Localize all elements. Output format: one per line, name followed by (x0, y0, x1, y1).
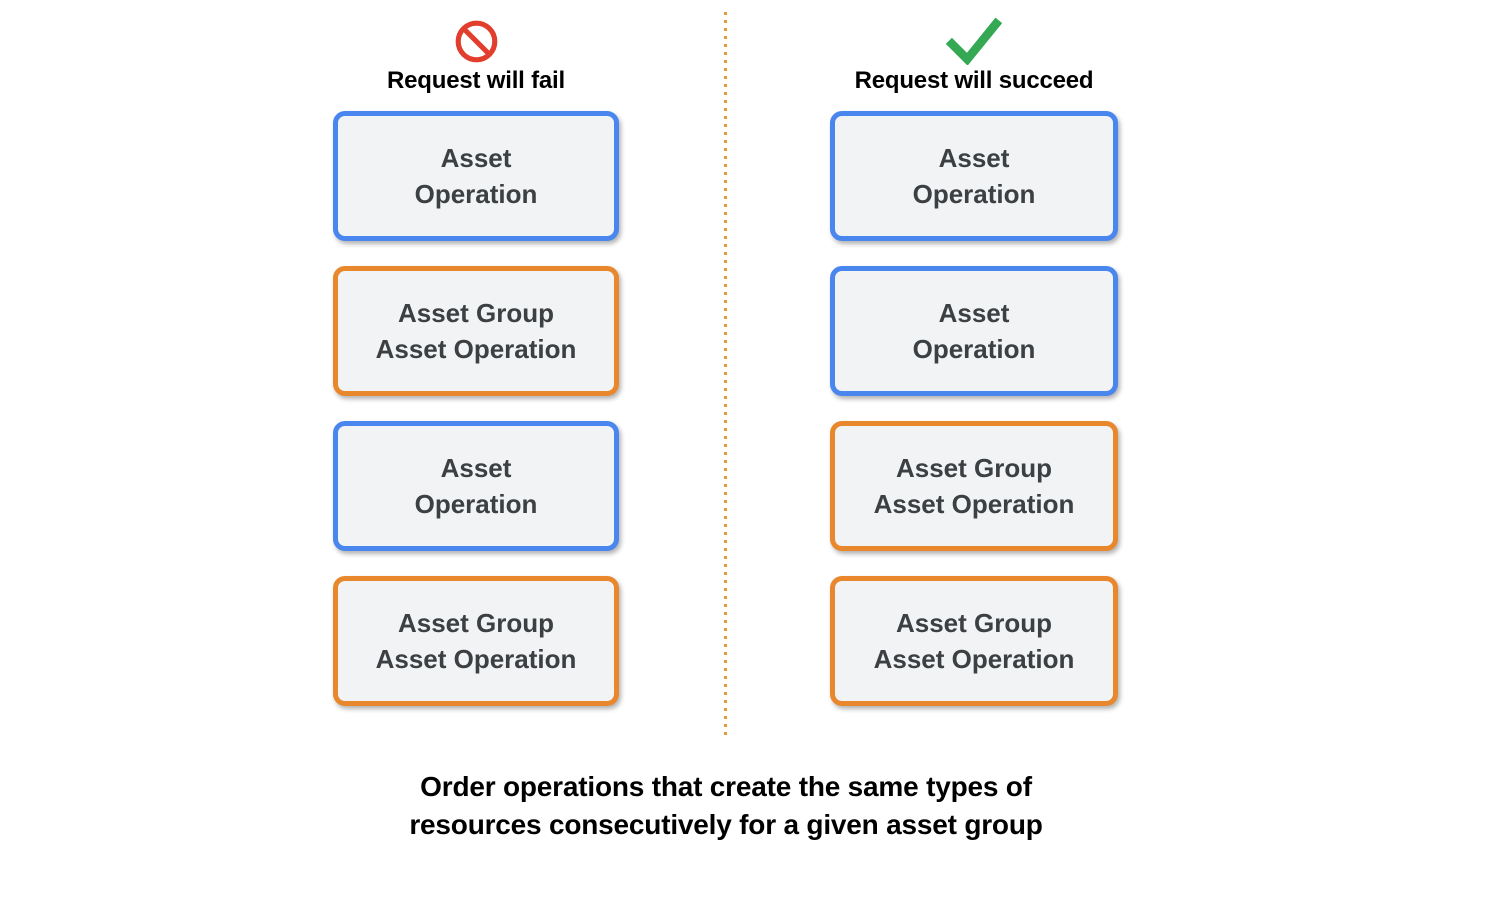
asset-operation-box: Asset Operation (333, 111, 619, 241)
box-label-line: Asset (938, 143, 1010, 173)
asset-group-asset-operation-box: Asset Group Asset Operation (333, 576, 619, 706)
box-label-line: Asset (938, 298, 1010, 328)
fail-column-boxes: Asset Operation Asset Group Asset Operat… (333, 111, 619, 706)
column-divider (724, 12, 727, 738)
caption-line-2: resources consecutively for a given asse… (409, 809, 1043, 840)
success-column-header: Request will succeed (830, 0, 1118, 111)
box-label-line: Asset Operation (873, 644, 1075, 674)
box-label-line: Asset Group (397, 298, 555, 328)
caption-line-1: Order operations that create the same ty… (420, 771, 1032, 802)
prohibited-icon (454, 18, 499, 64)
success-column: Request will succeed Asset Operation Ass… (830, 0, 1118, 706)
asset-group-asset-operation-box: Asset Group Asset Operation (333, 266, 619, 396)
asset-group-asset-operation-box: Asset Group Asset Operation (830, 421, 1118, 551)
success-column-boxes: Asset Operation Asset Operation Asset Gr… (830, 111, 1118, 706)
box-label-line: Asset Group (895, 608, 1053, 638)
box-label-line: Operation (912, 334, 1036, 364)
box-label-line: Asset Group (895, 453, 1053, 483)
success-column-title: Request will succeed (854, 67, 1094, 94)
asset-operation-box: Asset Operation (830, 266, 1118, 396)
asset-operation-box: Asset Operation (333, 421, 619, 551)
box-label-line: Asset Operation (873, 489, 1075, 519)
box-label-line: Asset Group (397, 608, 555, 638)
fail-column-header: Request will fail (333, 0, 619, 111)
fail-column-title: Request will fail (387, 67, 565, 94)
box-label-line: Operation (414, 489, 538, 519)
box-label-line: Operation (912, 179, 1036, 209)
box-label-line: Operation (414, 179, 538, 209)
diagram-caption: Order operations that create the same ty… (409, 768, 1042, 844)
asset-operation-box: Asset Operation (830, 111, 1118, 241)
asset-group-asset-operation-box: Asset Group Asset Operation (830, 576, 1118, 706)
fail-column: Request will fail Asset Operation Asset … (333, 0, 619, 706)
box-label-line: Asset Operation (375, 334, 577, 364)
box-label-line: Asset (440, 453, 512, 483)
checkmark-icon (945, 17, 1003, 65)
box-label-line: Asset (440, 143, 512, 173)
box-label-line: Asset Operation (375, 644, 577, 674)
